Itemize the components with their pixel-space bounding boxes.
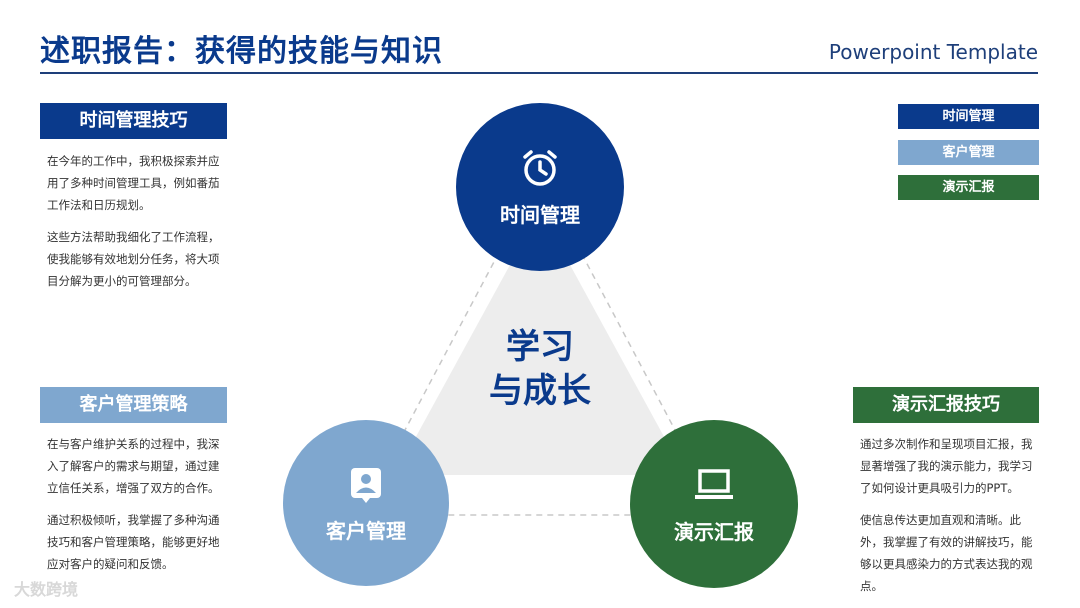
- legend-item-time: 时间管理: [898, 104, 1039, 129]
- center-text-line2: 与成长: [489, 371, 591, 411]
- circle-label-client: 客户管理: [326, 518, 406, 543]
- section-text-client-p1: 在与客户维护关系的过程中，我深入了解客户的需求与期望，通过建立信任关系，增强了双…: [47, 437, 220, 495]
- alarm-clock-icon: [523, 149, 557, 186]
- circle-present: 演示汇报: [630, 420, 798, 588]
- center-text-line1: 学习: [506, 327, 574, 367]
- section-text-time-p2: 这些方法帮助我细化了工作流程，使我能够有效地划分任务，将大项目分解为更小的可管理…: [47, 230, 220, 288]
- section-text-present: 通过多次制作和呈现项目汇报，我显著增强了我的演示能力，我学习了如何设计更具吸引力…: [860, 433, 1040, 607]
- page-subtitle: Powerpoint Template: [828, 40, 1038, 64]
- person-card-icon: [351, 467, 381, 503]
- circle-time: 时间管理: [456, 103, 624, 271]
- section-text-time-p1: 在今年的工作中，我积极探索并应用了多种时间管理工具，例如番茄工作法和日历规划。: [47, 154, 220, 212]
- circle-label-time: 时间管理: [500, 202, 580, 227]
- section-text-present-p1: 通过多次制作和呈现项目汇报，我显著增强了我的演示能力，我学习了如何设计更具吸引力…: [860, 437, 1033, 495]
- legend-item-present: 演示汇报: [898, 175, 1039, 200]
- center-text: 学习 与成长: [440, 325, 640, 413]
- circle-label-present: 演示汇报: [674, 519, 754, 544]
- triangle-fill: [395, 210, 685, 475]
- circle-client: 客户管理: [283, 420, 449, 586]
- section-label-client: 客户管理策略: [40, 387, 227, 423]
- triangle-dashed-outline: [358, 173, 722, 516]
- section-label-present: 演示汇报技巧: [853, 387, 1039, 423]
- section-text-present-p2: 使信息传达更加直观和清晰。此外，我掌握了有效的讲解技巧，能够以更具感染力的方式表…: [860, 513, 1033, 593]
- section-text-time: 在今年的工作中，我积极探索并应用了多种时间管理工具，例如番茄工作法和日历规划。 …: [47, 150, 227, 302]
- laptop-icon: [695, 468, 733, 499]
- legend-item-client: 客户管理: [898, 140, 1039, 165]
- section-label-time: 时间管理技巧: [40, 103, 227, 139]
- title-divider: [40, 72, 1038, 74]
- watermark: 大数跨境: [14, 580, 79, 599]
- page-title: 述职报告：获得的技能与知识: [40, 34, 443, 69]
- section-text-client: 在与客户维护关系的过程中，我深入了解客户的需求与期望，通过建立信任关系，增强了双…: [47, 433, 227, 585]
- section-text-client-p2: 通过积极倾听，我掌握了多种沟通技巧和客户管理策略，能够更好地应对客户的疑问和反馈…: [47, 513, 220, 571]
